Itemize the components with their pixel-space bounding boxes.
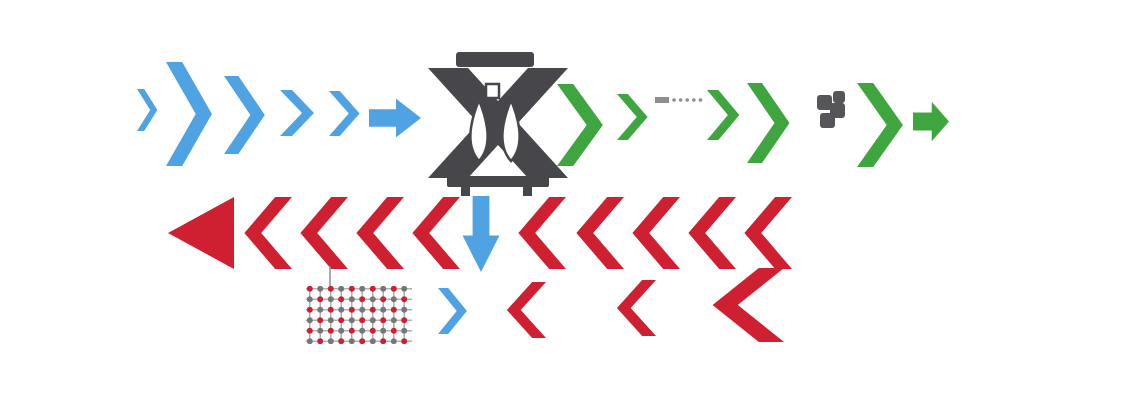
furnace-base: [447, 176, 549, 187]
furnace-inner: [469, 82, 521, 163]
precursor-arrow-icon: [166, 62, 212, 166]
lattice-step-chevron-icon: [438, 288, 467, 334]
precursor-block-arrow-icon: [369, 98, 421, 138]
product-arrows: [557, 83, 949, 167]
furnace-foot: [461, 187, 470, 196]
separator: [655, 97, 709, 103]
return-arrow-icon: [632, 197, 680, 269]
intermediate-cluster: [817, 91, 845, 128]
return-arrow-icon: [244, 197, 292, 269]
product-arrow-icon: [557, 84, 603, 166]
crystal-lattice: [306, 286, 412, 344]
furnace-square-outline: [484, 82, 501, 100]
return-arrow-icon: [688, 197, 736, 269]
product-arrow-icon: [747, 83, 790, 163]
return-arrowhead-icon: [168, 197, 234, 269]
return-arrow-icon: [576, 197, 624, 269]
crucible-droplet-icon: [501, 96, 521, 163]
cluster-block-icon: [820, 113, 835, 128]
return-arrow-icon: [412, 197, 460, 269]
product-arrow-icon: [707, 90, 740, 140]
extra-red-arrow-icon: [506, 282, 546, 338]
furnace-square-filled: [460, 82, 478, 100]
furnace-cap: [456, 52, 534, 67]
extra-red-arrows: [506, 268, 784, 342]
product-arrow-icon: [857, 83, 903, 167]
return-arrow-icon: [356, 197, 404, 269]
cluster-block-icon: [833, 91, 845, 103]
furnace-body: [428, 52, 568, 196]
crucible-droplet-icon: [469, 96, 489, 163]
furnace-diagonal-right: [428, 68, 568, 178]
furnace-foot: [523, 187, 532, 196]
extra-red-arrow-icon: [616, 280, 656, 336]
return-arrow-icon: [300, 197, 348, 269]
precursor-arrow-icon: [224, 76, 265, 154]
product-block-arrow-icon: [913, 101, 949, 142]
extra-red-arrow-icon: [712, 268, 784, 342]
down-arrow-icon: [462, 196, 500, 272]
furnace: [428, 52, 568, 196]
product-arrow-icon: [617, 94, 648, 140]
minus-dash-icon: [655, 97, 669, 103]
precursor-arrow-icon: [280, 90, 314, 136]
precursor-arrow-icon: [329, 91, 360, 136]
return-arrow-icon: [744, 197, 792, 269]
precursor-arrow-icon: [137, 89, 158, 131]
precursor-arrows: [137, 62, 421, 166]
cluster-block-icon: [817, 95, 832, 110]
return-arrow-icon: [518, 197, 566, 269]
